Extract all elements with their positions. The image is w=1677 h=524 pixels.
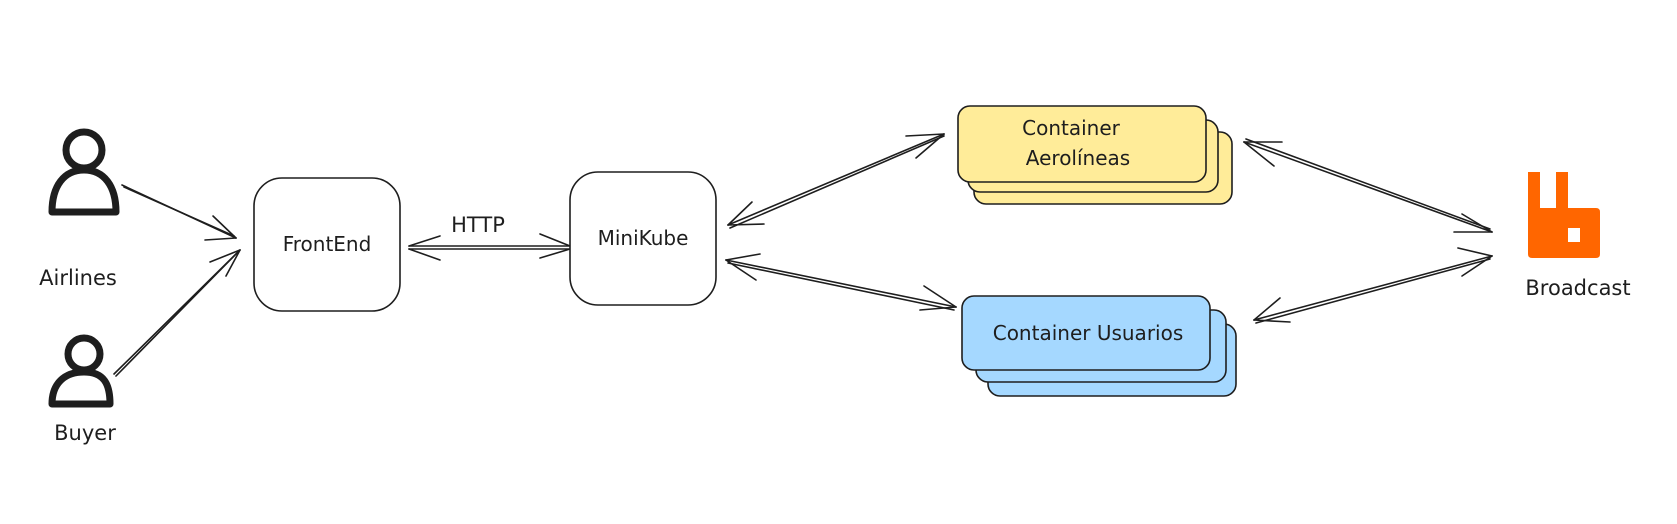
http-label: HTTP bbox=[451, 213, 505, 237]
container-usuarios-label: Container Usuarios bbox=[993, 321, 1184, 345]
arrow-buyer-frontend bbox=[113, 249, 241, 377]
container-aerolineas-node[interactable]: Container Aerolíneas bbox=[957, 105, 1233, 205]
arrow-minikube-container-aerolineas bbox=[727, 133, 945, 229]
airlines-label: Airlines bbox=[39, 266, 117, 290]
arrow-frontend-minikube: HTTP bbox=[408, 213, 571, 261]
container-aerolineas-label-line1: Container bbox=[1022, 116, 1121, 140]
broadcast-label: Broadcast bbox=[1525, 276, 1630, 300]
airlines-actor[interactable]: Airlines bbox=[39, 128, 120, 290]
arrow-container-aerolineas-broadcast bbox=[1243, 138, 1493, 233]
user-icon bbox=[48, 128, 120, 216]
minikube-node[interactable]: MiniKube bbox=[569, 171, 717, 306]
container-aerolineas-label-line2: Aerolíneas bbox=[1026, 146, 1130, 170]
buyer-actor[interactable]: Buyer bbox=[48, 334, 116, 445]
arrow-container-usuarios-broadcast bbox=[1253, 247, 1493, 324]
frontend-node[interactable]: FrontEnd bbox=[253, 177, 401, 312]
arrow-airlines-frontend bbox=[121, 184, 237, 241]
buyer-label: Buyer bbox=[54, 421, 116, 445]
frontend-label: FrontEnd bbox=[283, 232, 372, 256]
arrow-minikube-container-usuarios bbox=[725, 253, 957, 311]
broadcast-node[interactable]: Broadcast bbox=[1525, 172, 1631, 300]
user-icon bbox=[48, 334, 114, 408]
minikube-label: MiniKube bbox=[598, 226, 689, 250]
container-usuarios-node[interactable]: Container Usuarios bbox=[961, 295, 1237, 397]
rabbitmq-icon bbox=[1528, 172, 1600, 258]
